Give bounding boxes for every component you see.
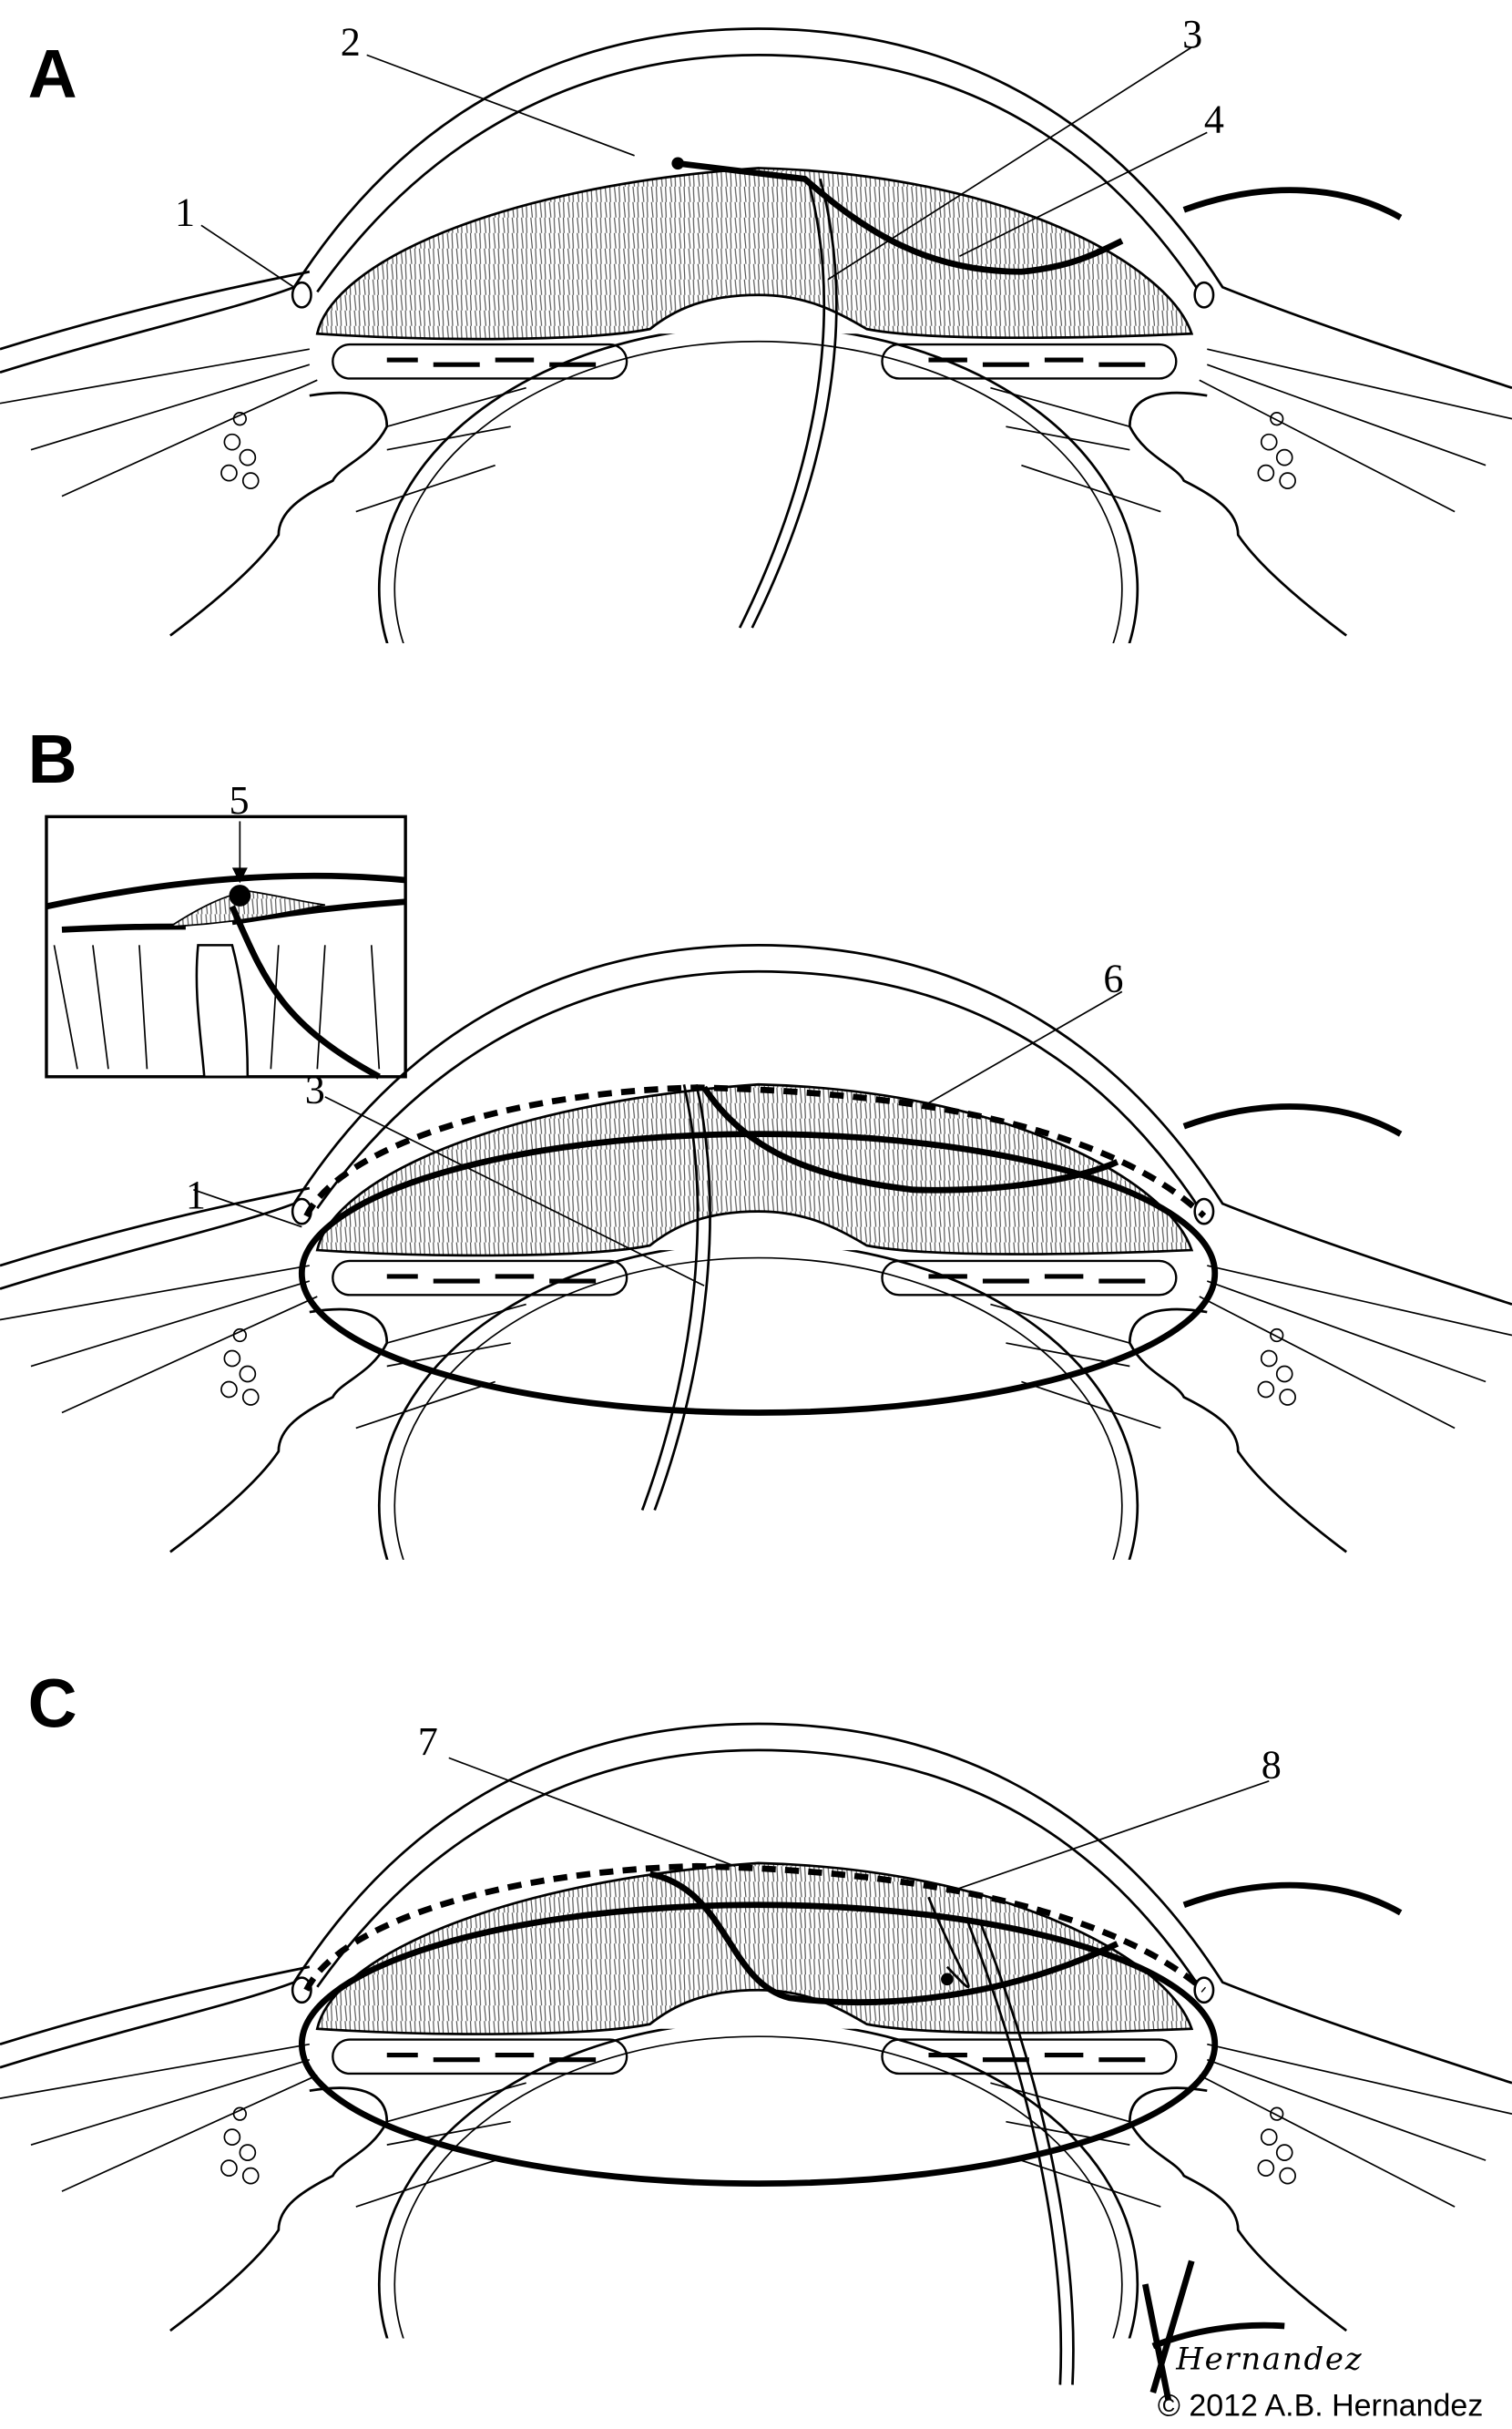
callout-5: 5 bbox=[229, 778, 249, 823]
suture-thread-a bbox=[677, 159, 1124, 275]
suture-thread-c bbox=[649, 1870, 1119, 2005]
callout-8: 8 bbox=[1262, 1742, 1282, 1787]
circumferential-suture-loop-b bbox=[298, 1131, 1219, 1416]
callout-3: 3 bbox=[1182, 12, 1202, 56]
callout-1-b: 1 bbox=[186, 1173, 206, 1217]
inset-magnified-view: 5 bbox=[45, 778, 407, 1080]
catheter-a bbox=[738, 178, 826, 629]
panel-letter-c: C bbox=[28, 1665, 77, 1741]
callout-1: 1 bbox=[175, 190, 195, 234]
eye-cross-section-a bbox=[0, 29, 1512, 853]
signature-text: Hernandez bbox=[1175, 2342, 1363, 2378]
panel-b: B 5 6 3 1 bbox=[0, 721, 1512, 1768]
callout-3-b: 3 bbox=[305, 1068, 325, 1112]
callout-7: 7 bbox=[418, 1719, 438, 1764]
callout-4: 4 bbox=[1204, 97, 1224, 141]
panel-letter-b: B bbox=[28, 721, 77, 797]
eye-cross-section-c bbox=[0, 1724, 1512, 2429]
copyright-notice: © 2012 A.B. Hernandez bbox=[1158, 2388, 1483, 2423]
artist-signature: Hernandez bbox=[1141, 2260, 1363, 2402]
callout-2: 2 bbox=[341, 19, 361, 64]
panel-a: A 1 2 3 4 bbox=[0, 12, 1512, 853]
panel-c: C 7 8 bbox=[0, 1665, 1512, 2429]
callout-6: 6 bbox=[1103, 956, 1123, 1000]
dashed-suture-path-c bbox=[303, 1862, 1207, 1993]
circumferential-suture-loop-c bbox=[298, 1901, 1219, 2188]
panel-letter-a: A bbox=[28, 35, 77, 111]
